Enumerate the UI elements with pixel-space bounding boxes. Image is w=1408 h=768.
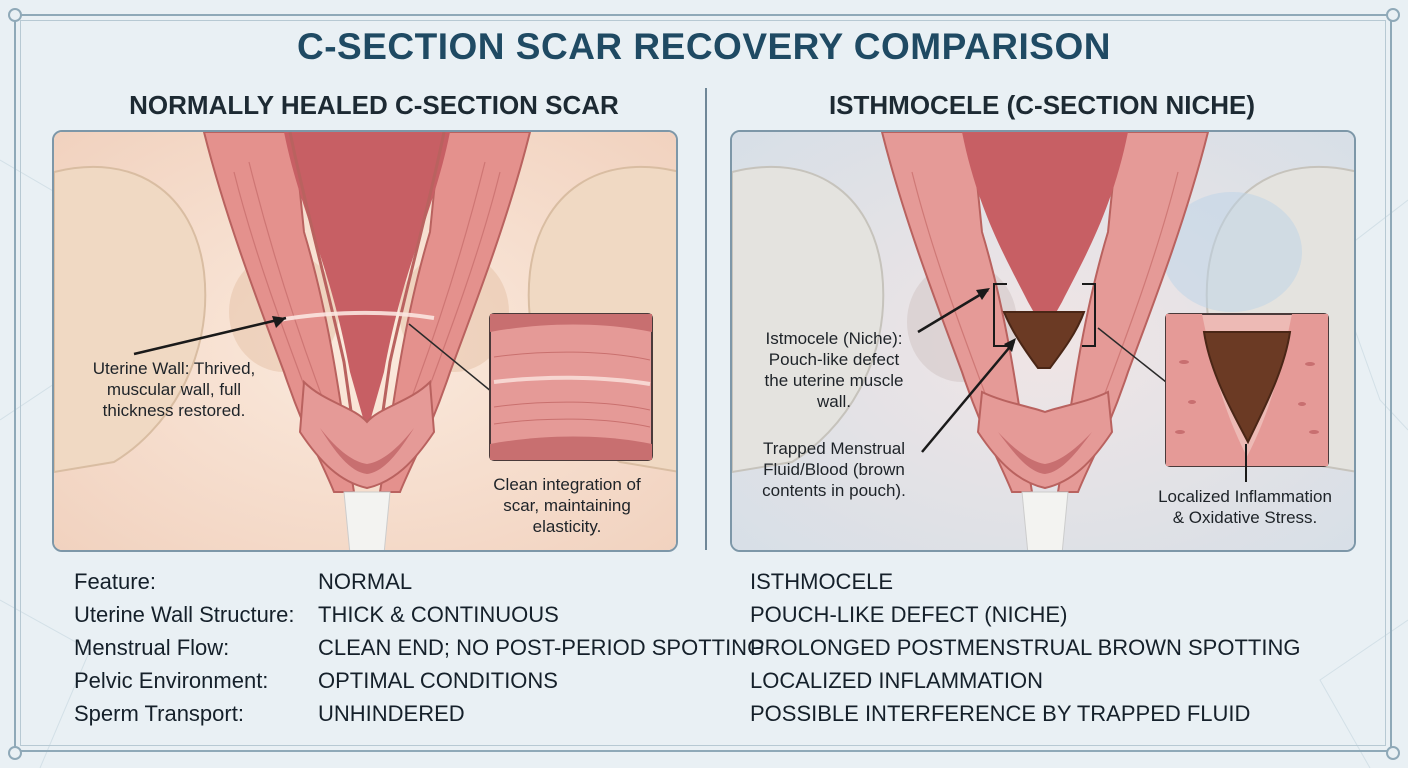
inflammation-label: Localized Inflammation & Oxidative Stres… bbox=[1158, 487, 1332, 527]
normal-uterus-illustration bbox=[54, 132, 676, 550]
normal-cell: THICK & CONTINUOUS bbox=[318, 602, 559, 627]
uterine-wall-label: Uterine Wall: Thrived, muscular wall, fu… bbox=[92, 359, 256, 420]
isthmocele-column-header: ISTHMOCELE bbox=[750, 569, 894, 594]
normal-cell: UNHINDERED bbox=[318, 701, 465, 726]
isthmocele-cell: LOCALIZED INFLAMMATION bbox=[750, 668, 1043, 693]
comparison-header-row: Feature: NORMAL ISTHMOCELE bbox=[74, 569, 1374, 601]
frame-corner-ornament bbox=[1386, 8, 1400, 22]
feature-column-header: Feature: bbox=[74, 569, 156, 594]
isthmocele-cell: POSSIBLE INTERFERENCE BY TRAPPED FLUID bbox=[750, 701, 1251, 726]
trapped-fluid-label: Trapped Menstrual Fluid/Blood (brown con… bbox=[762, 439, 906, 500]
feature-cell: Sperm Transport: bbox=[74, 701, 244, 726]
feature-cell: Menstrual Flow: bbox=[74, 635, 230, 660]
feature-cell: Pelvic Environment: bbox=[74, 668, 269, 693]
frame-corner-ornament bbox=[8, 8, 22, 22]
panel-divider bbox=[705, 88, 707, 550]
normal-cell: OPTIMAL CONDITIONS bbox=[318, 668, 558, 693]
page-title: C-SECTION SCAR RECOVERY COMPARISON bbox=[297, 26, 1111, 67]
isthmocele-niche-label: Istmocele (Niche): Pouch-like defect the… bbox=[764, 329, 904, 411]
isthmocele-cell: POUCH-LIKE DEFECT (NICHE) bbox=[750, 602, 1068, 627]
comparison-row: Menstrual Flow: CLEAN END; NO POST-PERIO… bbox=[74, 635, 1374, 667]
scar-integration-label: Clean integration of scar, maintaining e… bbox=[493, 475, 641, 536]
isthmocele-uterus-illustration bbox=[732, 132, 1354, 550]
left-panel-heading: NORMALLY HEALED C-SECTION SCAR bbox=[129, 90, 619, 120]
isthmocele-illustration-panel: Istmocele (Niche): Pouch-like defect the… bbox=[730, 130, 1356, 552]
normal-scar-illustration-panel: Uterine Wall: Thrived, muscular wall, fu… bbox=[52, 130, 678, 552]
isthmocele-cell: PROLONGED POSTMENSTRUAL BROWN SPOTTING bbox=[750, 635, 1301, 660]
normal-cell: CLEAN END; NO POST-PERIOD SPOTTING bbox=[318, 635, 765, 660]
inner-frame bbox=[20, 20, 1386, 746]
feature-cell: Uterine Wall Structure: bbox=[74, 602, 295, 627]
frame-corner-ornament bbox=[1386, 746, 1400, 760]
comparison-row: Pelvic Environment: OPTIMAL CONDITIONS L… bbox=[74, 668, 1374, 700]
frame-corner-ornament bbox=[8, 746, 22, 760]
comparison-row: Uterine Wall Structure: THICK & CONTINUO… bbox=[74, 602, 1374, 634]
right-panel-heading: ISTHMOCELE (C-SECTION NICHE) bbox=[828, 90, 1256, 120]
comparison-row: Sperm Transport: UNHINDERED POSSIBLE INT… bbox=[74, 701, 1374, 733]
normal-column-header: NORMAL bbox=[318, 569, 413, 594]
outer-frame bbox=[14, 14, 1392, 752]
